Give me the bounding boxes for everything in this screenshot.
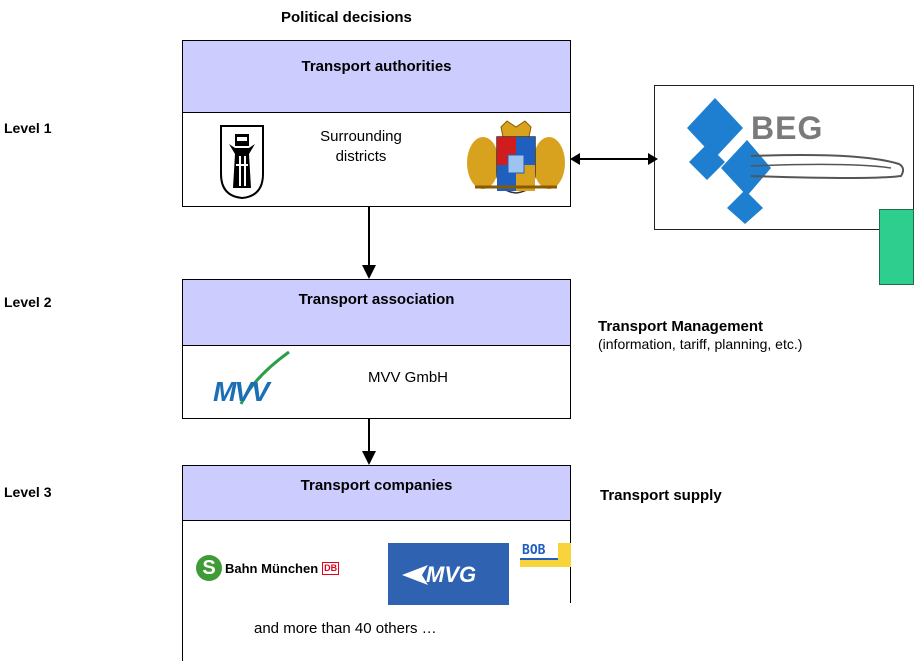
mvg-logo: MVG — [388, 543, 509, 605]
surrounding-districts-text: Surrounding districts — [301, 127, 421, 167]
sbahn-text: Bahn München — [225, 560, 319, 576]
bavaria-coat-of-arms-icon — [463, 117, 569, 197]
level-2-label: Level 2 — [4, 294, 52, 310]
level-1-label: Level 1 — [4, 120, 52, 136]
level-3-label: Level 3 — [4, 484, 52, 500]
transport-management-block: Transport Management (information, tarif… — [598, 318, 914, 352]
beg-logo-icon — [687, 98, 771, 224]
districts-line-1: Surrounding — [320, 128, 402, 145]
mvg-arrow-icon — [402, 565, 428, 585]
transport-companies-title: Transport companies — [300, 477, 453, 494]
sbahn-logo: S Bahn München DB — [196, 555, 340, 581]
db-icon: DB — [322, 561, 340, 575]
more-companies-text: and more than 40 others … — [254, 620, 437, 637]
sbahn-s-icon: S — [196, 555, 222, 581]
mvv-gmbh-text: MVV GmbH — [368, 369, 449, 386]
transport-authorities-box: Transport authorities Surrounding distri… — [182, 40, 571, 207]
transport-authorities-title: Transport authorities — [301, 58, 452, 75]
companies-left-border — [182, 521, 183, 661]
transport-management-title: Transport Management — [598, 318, 764, 335]
mvg-logo-text: MVG — [426, 562, 477, 587]
transport-authorities-header: Transport authorities — [183, 41, 570, 113]
political-decisions-label: Political decisions — [281, 9, 412, 26]
districts-line-2: districts — [335, 148, 387, 165]
mvv-logo-text: MVV — [213, 376, 270, 407]
transport-companies-box: Transport companies S Bahn München DB MV… — [182, 465, 571, 661]
arrow-down-1 — [362, 207, 376, 279]
transport-association-box: Transport association MVV MVV GmbH — [182, 279, 571, 419]
transport-supply-label: Transport supply — [600, 487, 722, 504]
bob-logo-text: BOB — [520, 543, 558, 560]
beg-logo-text: BEG — [751, 110, 824, 146]
transport-association-title: Transport association — [298, 291, 455, 308]
beg-train-swoosh-icon — [751, 154, 905, 179]
arrow-down-2 — [362, 419, 376, 465]
munich-coat-of-arms-icon — [220, 125, 264, 200]
double-arrow-connector — [570, 153, 658, 165]
transport-companies-header: Transport companies — [182, 465, 571, 521]
transport-management-subtitle: (information, tariff, planning, etc.) — [598, 336, 803, 352]
mvv-logo-icon — [239, 350, 290, 405]
bob-logo: BOB — [520, 543, 571, 567]
transport-association-header: Transport association — [183, 280, 570, 346]
beg-box: BEG — [654, 85, 914, 230]
beg-green-tab — [879, 209, 914, 285]
